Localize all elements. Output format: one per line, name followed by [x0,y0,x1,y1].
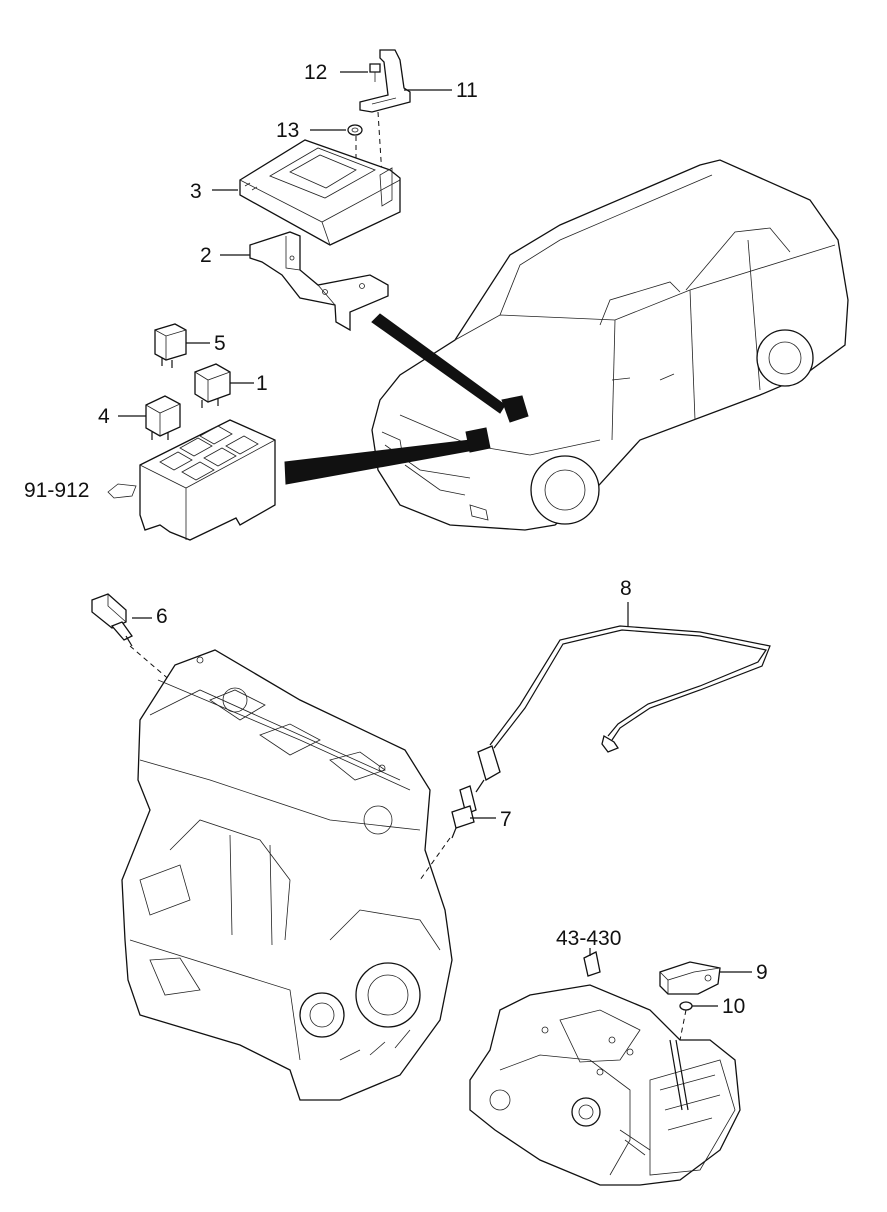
callout-10: 10 [722,995,746,1018]
callout-4: 4 [98,405,110,428]
callout-6: 6 [156,605,168,628]
callout-43-430: 43-430 [556,927,622,950]
plug-part-43-430 [583,951,601,977]
relay-part-1 [194,363,231,408]
transmission-assembly [469,984,741,1186]
range-switch-part-9 [659,961,721,995]
fuse-relay-box [139,419,276,541]
relay-part-4 [145,395,181,440]
vehicle-outline [371,159,849,531]
callout-7: 7 [500,808,512,831]
callout-12: 12 [304,61,328,84]
ecu-module-part-3 [239,139,401,246]
callout-5: 5 [214,332,226,355]
callout-11: 11 [456,79,478,102]
callout-3: 3 [190,180,202,203]
bracket-part-11 [359,49,411,113]
bracket-part-2 [249,231,389,332]
sensor-part-7 [451,785,477,839]
callout-91-912: 91-912 [24,479,90,502]
callout-1: 1 [256,372,268,395]
engine-block [121,649,453,1101]
callout-2: 2 [200,244,212,267]
nut-part-13 [347,124,363,136]
seal-part-10 [679,1001,693,1011]
relay-part-5 [154,323,187,368]
callout-13: 13 [276,119,300,142]
bolt-part-12 [369,63,381,82]
sensor-cable-part-8 [475,625,771,793]
callout-9: 9 [756,961,768,984]
callout-8: 8 [620,577,632,600]
sensor-part-6 [91,593,133,647]
